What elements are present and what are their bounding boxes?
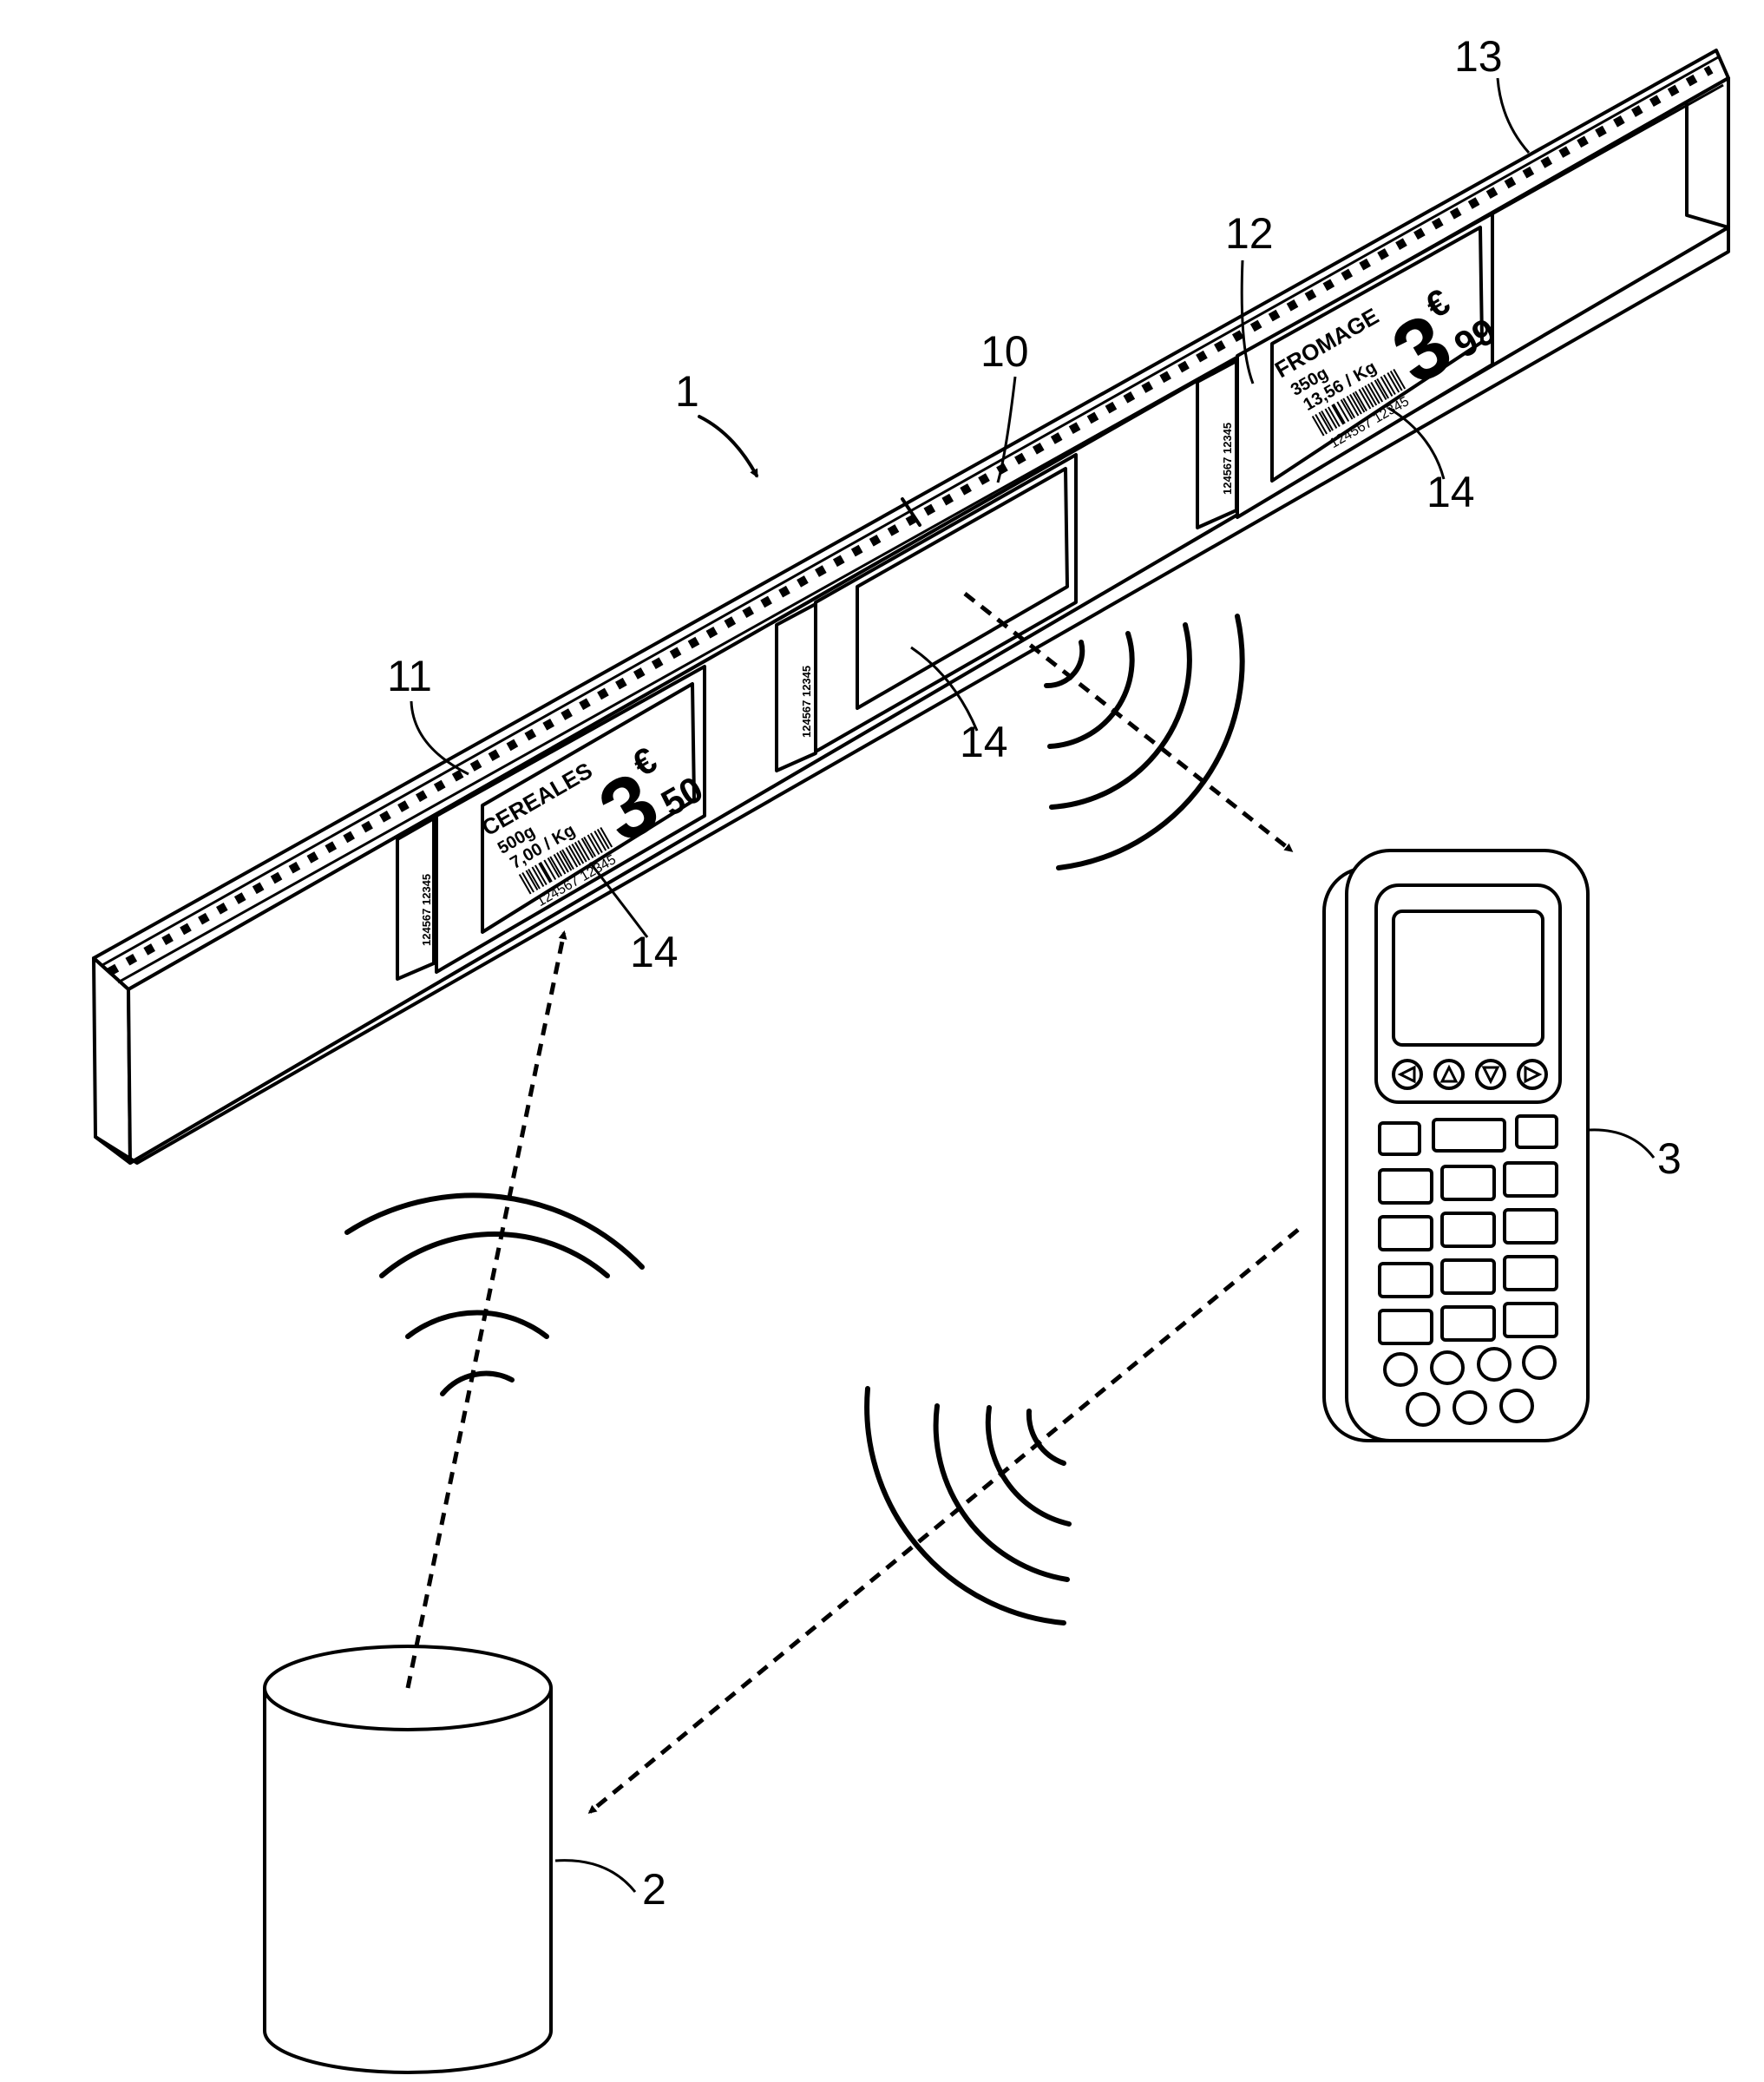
terminal-screen (1393, 911, 1543, 1045)
rail-front-face (94, 958, 130, 1163)
ref-shelf-edge-left: 11 (387, 652, 432, 700)
divider-clip-right: 124567 12345 (1197, 361, 1236, 528)
divider-barcode-text-middle: 124567 12345 (800, 666, 813, 738)
rail-track (109, 69, 1711, 972)
database-body (265, 1688, 551, 2072)
ref-shelf-edge-right: 12 (1225, 209, 1274, 258)
ref-server: 2 (642, 1865, 666, 1914)
wireless-waves-terminal (867, 1389, 1069, 1623)
divider-clip-left: 124567 12345 (397, 818, 434, 979)
ref-rail: 13 (1454, 32, 1503, 81)
ref-handheld-terminal: 3 (1657, 1134, 1682, 1183)
ref-system-leader (699, 417, 757, 476)
ref-label-display-left: 14 (630, 928, 679, 976)
handheld-terminal (1324, 851, 1588, 1441)
ref-system: 1 (675, 367, 699, 416)
ref-label-display-right: 14 (1426, 468, 1475, 516)
arrow-terminal-to-server (590, 1230, 1298, 1812)
divider-clip-middle: 124567 12345 (777, 604, 816, 771)
wireless-waves-label (1046, 616, 1243, 868)
ref-label-display-middle: 14 (960, 718, 1008, 766)
wireless-waves-server (347, 1195, 642, 1394)
divider-barcode-text-left: 124567 12345 (420, 874, 433, 946)
server-database (265, 1646, 551, 2072)
ref-shelf-module: 10 (980, 327, 1029, 376)
divider-barcode-text-right: 124567 12345 (1221, 423, 1234, 495)
